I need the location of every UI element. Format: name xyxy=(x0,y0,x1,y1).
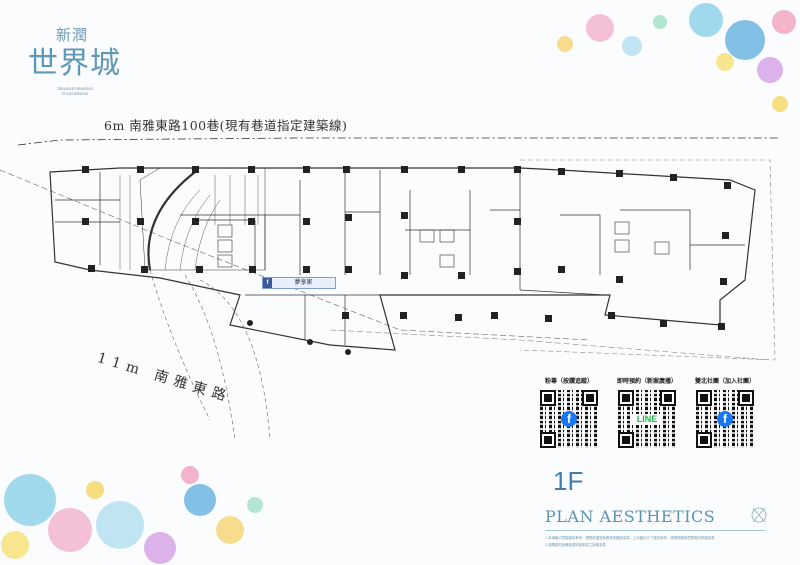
qr-code[interactable]: f xyxy=(696,390,754,448)
facebook-search-tag: f 夢享家 xyxy=(262,277,336,289)
building-line xyxy=(17,137,780,146)
facebook-icon: f xyxy=(717,411,733,427)
divider xyxy=(545,530,765,531)
qr-line-booking[interactable]: 即時預約（新案廣播） LINE xyxy=(611,378,683,448)
line-icon: LINE xyxy=(632,414,662,425)
floor-label: 1F xyxy=(553,466,584,496)
disclaimer-line: 2.相關建材設備依建材說明書之說明為準 xyxy=(545,543,606,547)
road-label-top: 6m 南雅東路100巷(現有巷道指定建築線) xyxy=(104,118,348,133)
disclaimer-line: 1.本海報示意圖僅供參考，實際依建造執照核准圖面為準，上列圖示尺寸僅供參考，詳細… xyxy=(545,536,715,540)
facebook-icon: f xyxy=(263,278,272,288)
qr-label: 即時預約（新案廣播） xyxy=(616,378,677,385)
logo-tagline: TRANSFORMING TOMORROW xyxy=(56,86,94,96)
qr-label: 粉專（按讚追蹤） xyxy=(544,378,593,385)
qr-label: 雙北社團（加入社團） xyxy=(694,378,755,385)
qr-code[interactable]: LINE xyxy=(618,390,676,448)
qr-code[interactable]: f xyxy=(540,390,598,448)
north-compass-icon xyxy=(751,507,767,523)
facebook-icon: f xyxy=(561,411,577,427)
qr-facebook-page[interactable]: 粉專（按讚追蹤） f xyxy=(533,378,605,448)
facebook-tag-text: 夢享家 xyxy=(294,279,313,286)
logo-name: 世界城 xyxy=(28,46,121,81)
logo-subtitle: 新潤 xyxy=(56,26,89,44)
structural-columns xyxy=(82,166,731,355)
outer-wall xyxy=(49,167,756,351)
plan-title: PLAN AESTHETICS xyxy=(545,507,716,526)
qr-facebook-group[interactable]: 雙北社團（加入社團） f xyxy=(689,378,761,448)
